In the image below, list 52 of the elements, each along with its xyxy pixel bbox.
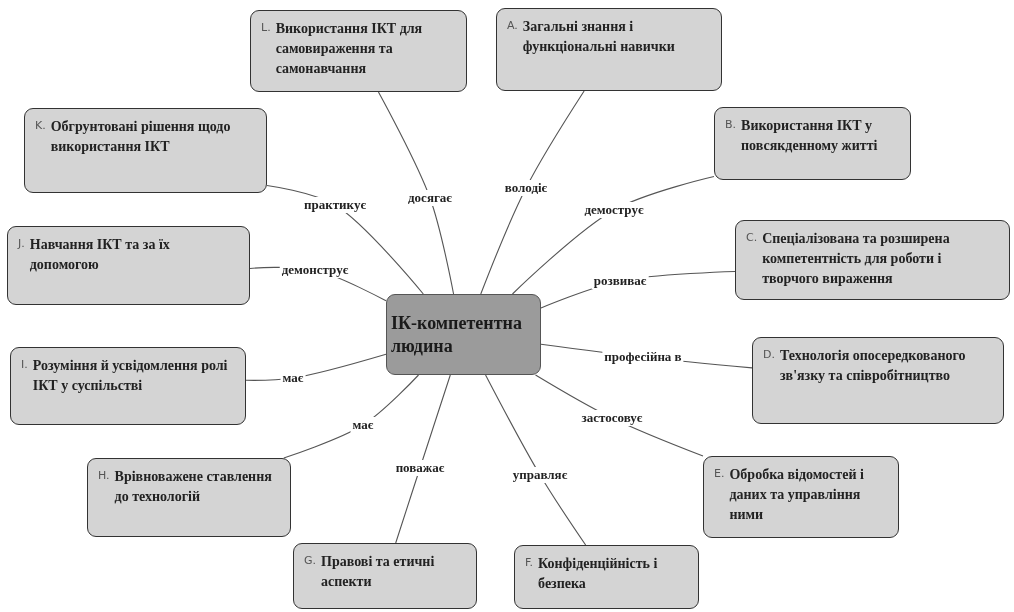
concept-text: Спеціалізована та розширена компетентність для роботи і творчого вираження <box>762 230 951 288</box>
concept-box <box>703 456 899 538</box>
edge-label: управляє <box>510 467 570 483</box>
edge-label: поважає <box>393 460 447 476</box>
concept-box <box>24 108 267 193</box>
concept-box <box>293 543 477 609</box>
concept-text: Обгрунтовані рішення щодо використання ІКТ <box>50 118 232 156</box>
edge-label: практикує <box>302 197 368 213</box>
item-letter: E. <box>714 467 725 480</box>
concept-text: Обробка відомостей і даних та управління ними <box>729 466 865 524</box>
concept-box <box>714 107 911 180</box>
connector-line <box>395 374 451 544</box>
edge-label: розвиває <box>591 273 649 289</box>
concept-box <box>496 8 722 91</box>
concept-box <box>7 226 250 305</box>
item-letter: H. <box>98 469 110 482</box>
concept-text: Навчання ІКТ та за їх допомогою <box>29 236 171 274</box>
concept-text: Врівноважене ставлення до технологій <box>114 468 273 506</box>
concept-box <box>514 545 699 609</box>
edge-label: професійна в <box>602 349 684 365</box>
concept-box <box>752 337 1004 424</box>
concept-text: Конфіденційність і безпека <box>538 555 659 593</box>
item-letter: K. <box>35 119 46 132</box>
concept-text: Правові та етичні аспекти <box>321 553 436 591</box>
connector-line <box>377 91 455 295</box>
edge-label: демострує <box>582 202 646 218</box>
concept-text: Розуміння й усвідомлення ролі ІКТ у суспільстві <box>32 357 229 395</box>
concept-text: Технологія опосередкованого зв'язку та співробітництво <box>779 347 967 385</box>
edge-label: має <box>350 417 376 433</box>
central-concept-box <box>386 294 541 375</box>
connector-line <box>480 90 585 295</box>
concept-text: ІК-компетентна людина <box>391 311 523 358</box>
edge-label: володіє <box>502 180 550 196</box>
item-letter: I. <box>21 358 28 371</box>
item-letter: F. <box>525 556 534 569</box>
concept-text: Використання ІКТ у повсякденному житті <box>741 117 879 155</box>
concept-box <box>87 458 291 537</box>
item-letter: J. <box>18 237 25 250</box>
item-letter: C. <box>746 231 758 244</box>
edge-label: застосовує <box>579 410 645 426</box>
concept-box <box>735 220 1010 300</box>
item-letter: B. <box>725 118 737 131</box>
edge-label: досягає <box>406 190 454 206</box>
item-letter: D. <box>763 348 775 361</box>
item-letter: G. <box>304 554 317 567</box>
concept-text: Використання ІКТ для самовираження та самонавчання <box>275 20 424 78</box>
concept-box <box>10 347 246 425</box>
item-letter: L. <box>261 21 271 34</box>
connector-line <box>485 374 587 546</box>
concept-text: Загальні знання і функціональні навички <box>522 18 676 56</box>
concept-box <box>250 10 467 92</box>
item-letter: A. <box>507 19 518 32</box>
